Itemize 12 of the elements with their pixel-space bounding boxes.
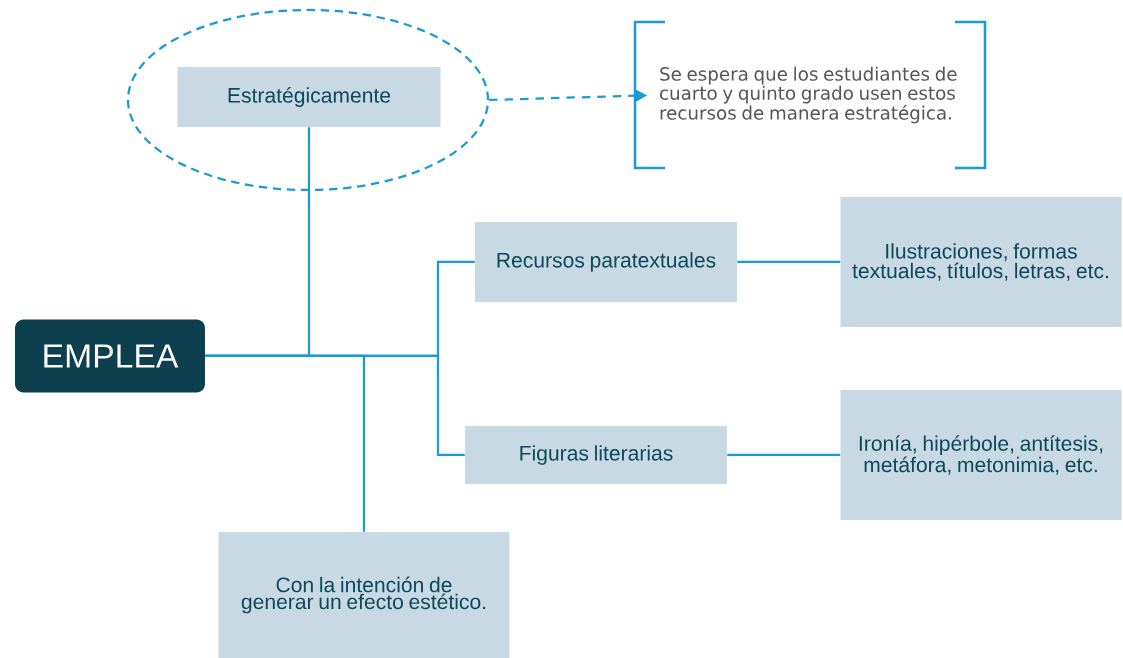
concept-box: Figuras literarias xyxy=(465,426,727,484)
connector-line xyxy=(205,354,366,532)
bracketed-note: Se espera que los estudiantes de cuarto y quinto grado usen estos recursos de manera estratégica. xyxy=(633,20,987,170)
dashed-ellipse xyxy=(126,8,490,192)
concept-box: Con la intención de generar un efecto estético. xyxy=(218,532,510,658)
main-concept-box: EMPLEA xyxy=(15,319,205,393)
connector-line xyxy=(737,260,841,264)
concept-box: Recursos paratextuales xyxy=(475,222,737,302)
concept-box: Ilustraciones, formas textuales, títulos, letras, etc. xyxy=(840,197,1122,327)
connector-line xyxy=(727,453,841,457)
concept-box: Ironía, hipérbole, antítesis, metáfora, metonimia, etc. xyxy=(840,390,1122,520)
concept-box: Estratégicamente xyxy=(177,67,441,127)
